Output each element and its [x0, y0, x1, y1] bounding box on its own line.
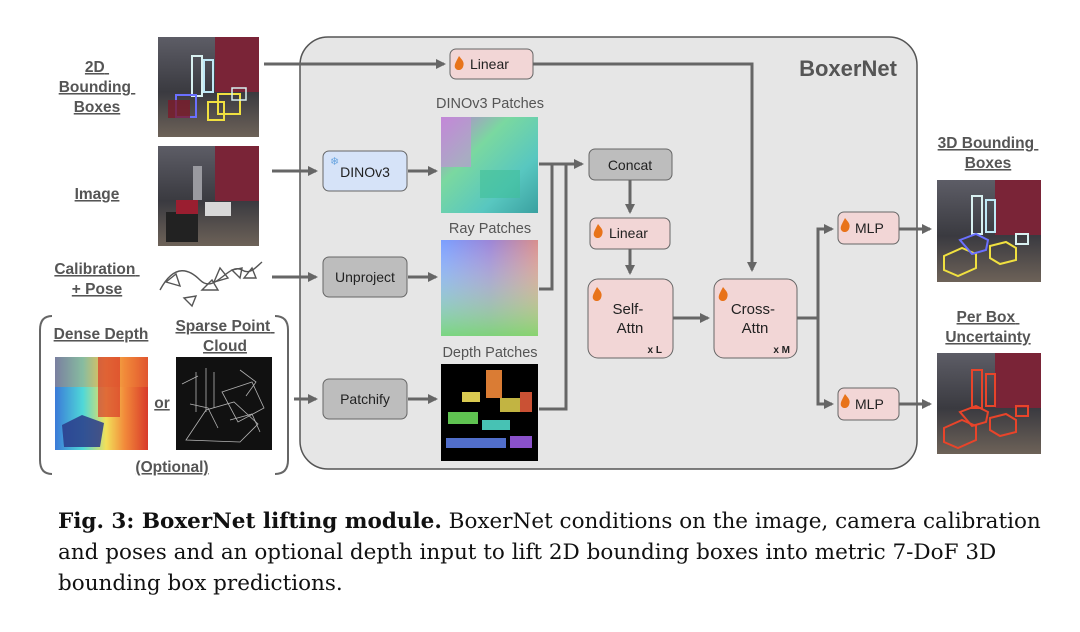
label-dino-patches: DINOv3 Patches: [436, 96, 544, 112]
self-attn-module: Self- Attn x L: [587, 278, 674, 359]
svg-text:Concat: Concat: [608, 157, 652, 173]
label-depth-patches: Depth Patches: [442, 345, 537, 361]
linear-mid-module: Linear: [589, 217, 671, 250]
flame-icon: [840, 218, 850, 233]
label-dense-depth: Dense Depth: [54, 326, 149, 343]
figure-caption: Fig. 3: BoxerNet lifting module. BoxerNe…: [58, 506, 1058, 599]
svg-text:MLP: MLP: [855, 220, 884, 236]
flame-icon: [593, 224, 603, 239]
cross-attn-repeat: x M: [773, 345, 790, 356]
label-ray-patches: Ray Patches: [449, 221, 531, 237]
patchify-module: Patchify: [322, 378, 408, 420]
label-optional: (Optional): [135, 459, 208, 476]
flame-icon: [718, 287, 728, 302]
svg-text:MLP: MLP: [855, 396, 884, 412]
depth-patches-image: [441, 364, 538, 461]
unproject-module: Unproject: [322, 256, 408, 298]
dense-depth-image: [55, 357, 148, 450]
dinov3-module: ❄ DINOv3: [322, 150, 408, 192]
sparse-point-cloud-image: [176, 357, 272, 450]
arrows: [264, 59, 932, 411]
snowflake-icon: ❄: [330, 156, 339, 168]
linear-top-module: Linear: [449, 48, 534, 80]
label-per-box-uncertainty: Per Box Uncertainty: [945, 309, 1031, 346]
mlp-top-module: MLP: [837, 211, 900, 245]
optional-bracket: [39, 315, 53, 475]
label-sparse-point-cloud: Sparse Point Cloud: [175, 318, 274, 355]
concat-module: Concat: [588, 148, 673, 181]
mlp-bottom-module: MLP: [837, 387, 900, 421]
svg-text:DINOv3: DINOv3: [340, 164, 390, 180]
label-3d-bounding-boxes: 3D Bounding Boxes: [938, 135, 1039, 172]
flame-icon: [454, 56, 464, 71]
output-3d-boxes-image: [937, 180, 1041, 282]
svg-text:Unproject: Unproject: [335, 269, 395, 285]
svg-text:Self- Attn: Self- Attn: [612, 301, 647, 337]
svg-text:Linear: Linear: [609, 225, 648, 241]
label-2d-bounding-boxes: 2D Bounding Boxes: [59, 59, 136, 116]
boxernet-title: BoxerNet: [799, 56, 897, 81]
ray-patches-image: [441, 240, 538, 336]
flame-icon: [840, 394, 850, 409]
input-image: [158, 146, 259, 246]
caption-label: Fig. 3: BoxerNet lifting module.: [58, 509, 442, 534]
svg-text:Patchify: Patchify: [340, 391, 390, 407]
svg-text:Cross- Attn: Cross- Attn: [731, 301, 779, 337]
input-2d-boxes-image: [158, 37, 259, 137]
label-image: Image: [75, 186, 120, 203]
self-attn-repeat: x L: [648, 345, 662, 356]
dino-patches-image: [441, 117, 538, 213]
camera-poses-sketch: [159, 261, 263, 308]
cross-attn-module: Cross- Attn x M: [713, 278, 798, 359]
optional-bracket-right: [274, 315, 289, 475]
output-uncertainty-image: [937, 353, 1041, 454]
label-calibration-pose: Calibration + Pose: [54, 261, 139, 298]
flame-icon: [592, 287, 602, 302]
boxernet-diagram: BoxerNet 2D Bounding Boxes Image Calibra…: [39, 36, 1041, 476]
svg-text:Linear: Linear: [470, 56, 509, 72]
caption-text: BoxerNet conditions on the image, camera…: [58, 509, 1041, 596]
label-or: or: [154, 395, 170, 412]
